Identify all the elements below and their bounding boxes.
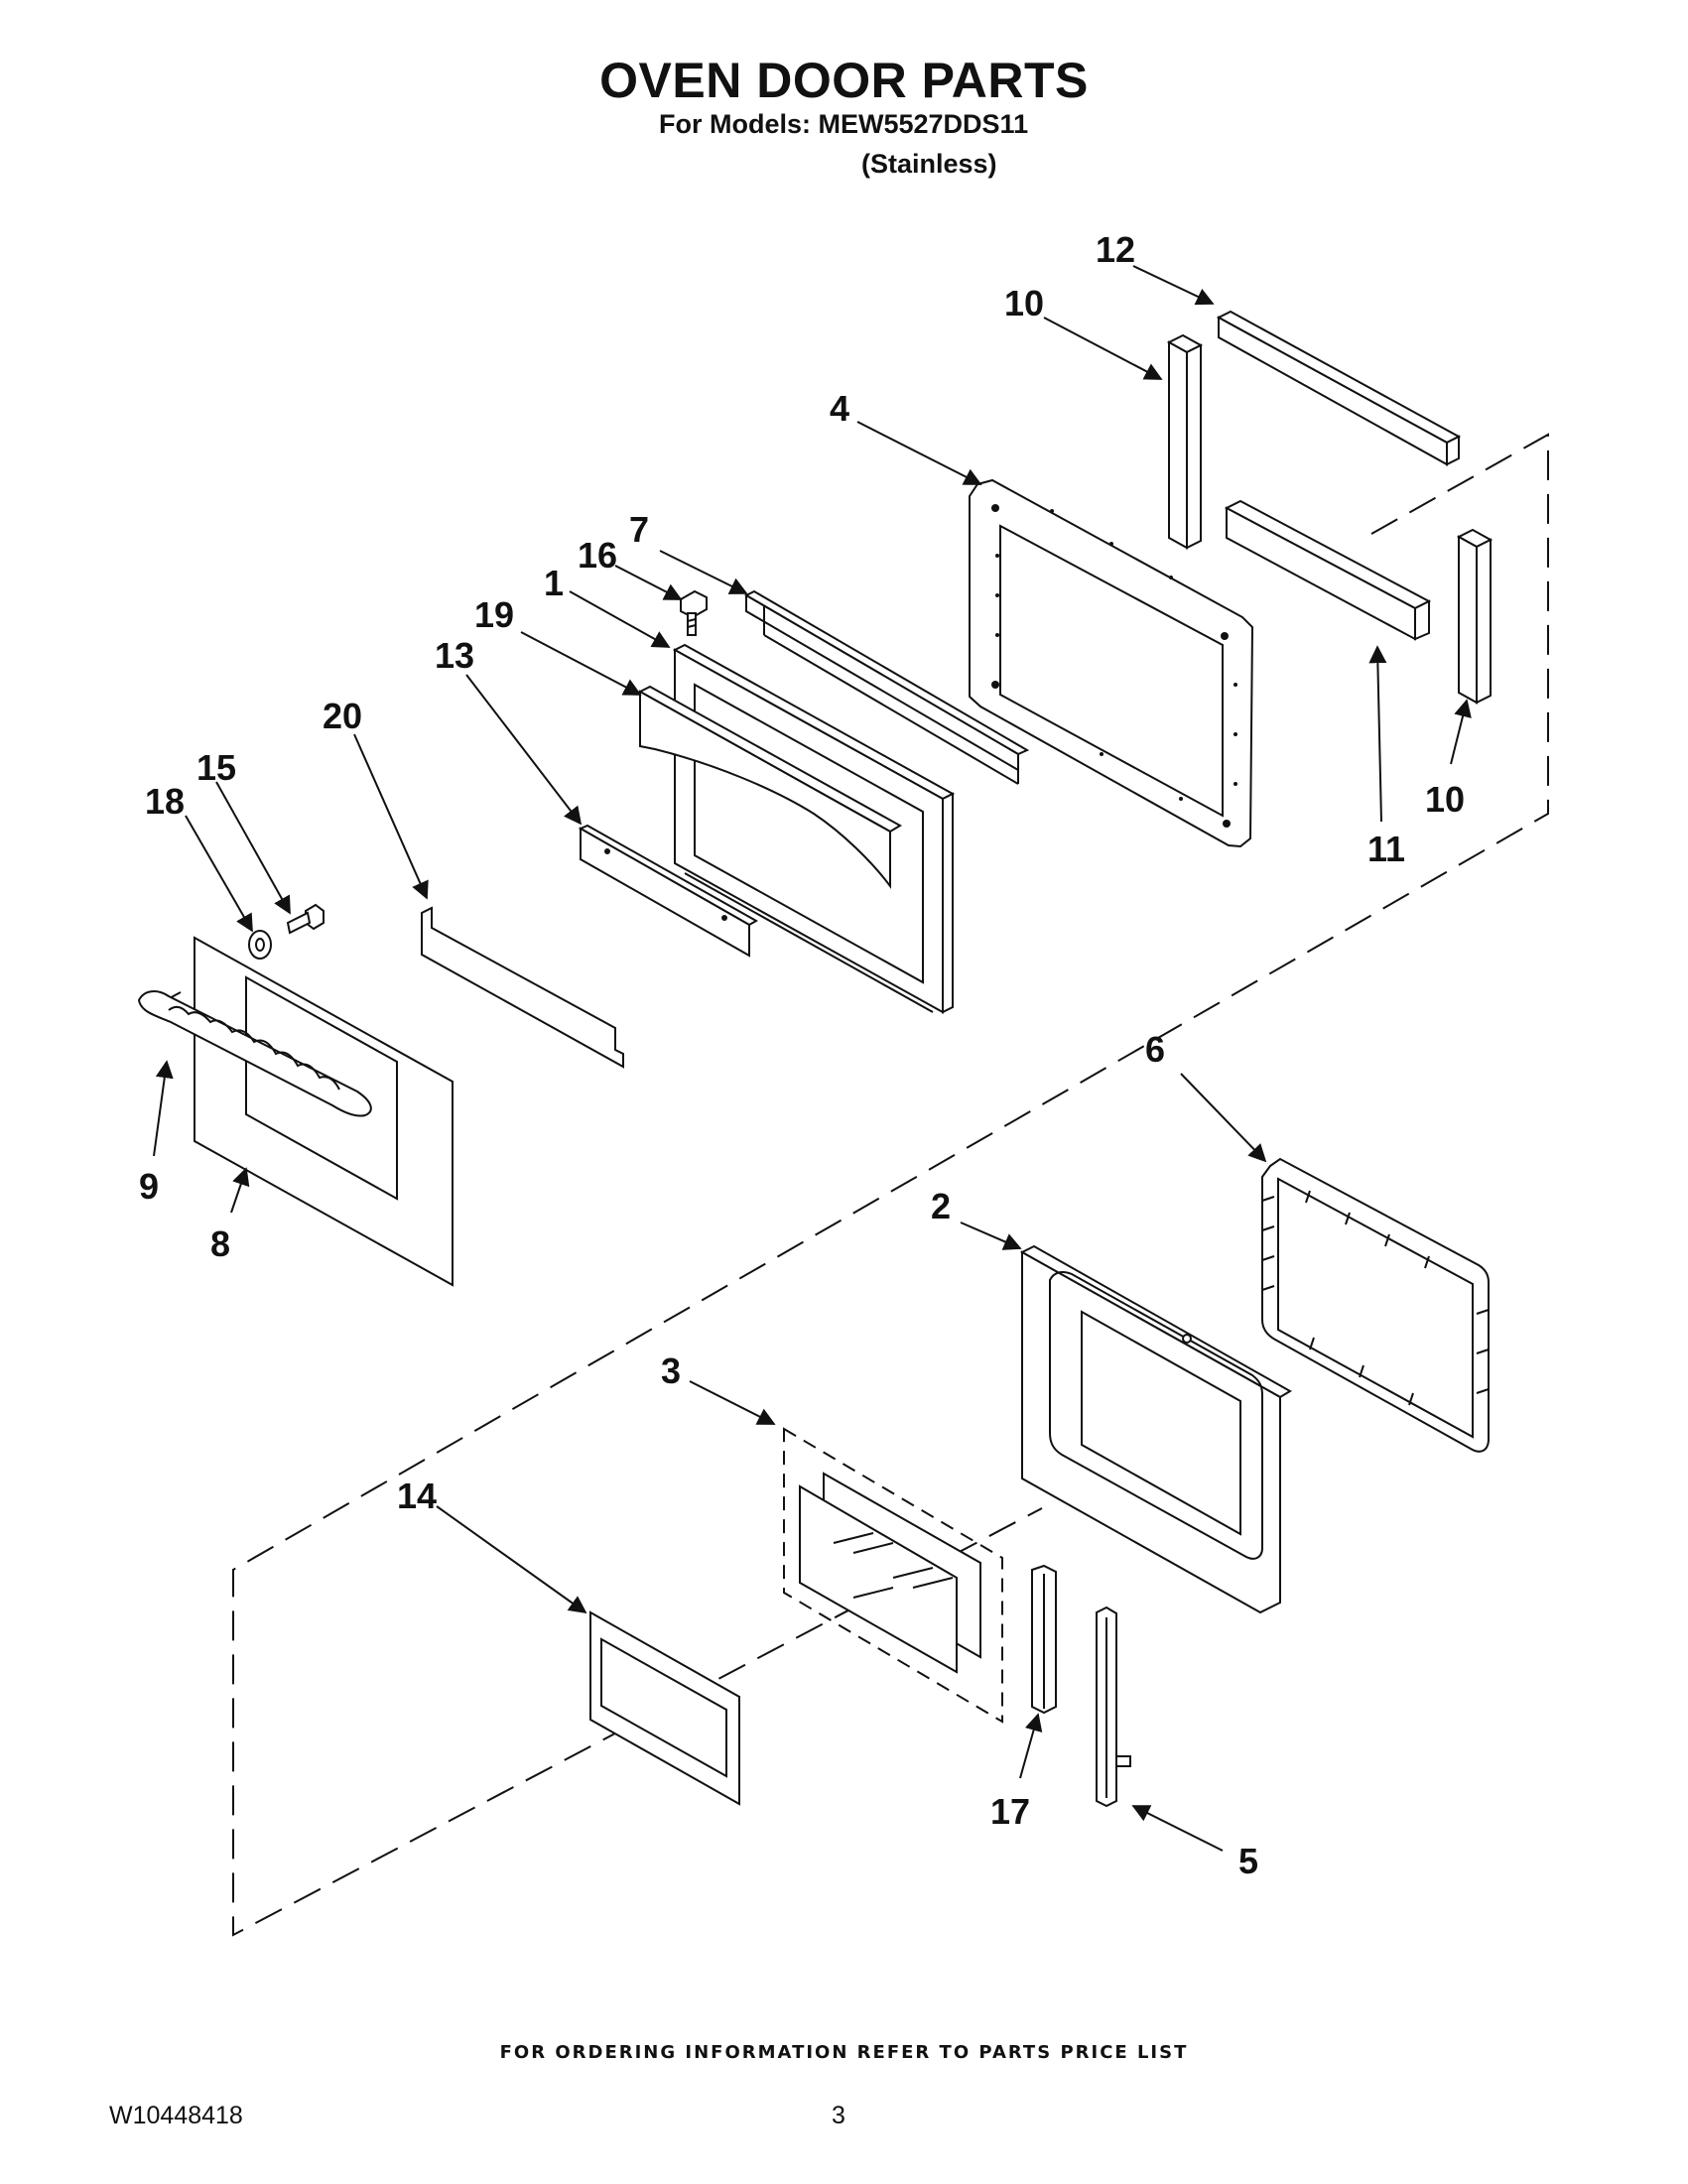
callout-14: 14 — [397, 1476, 437, 1516]
part-10-insulation-left — [1166, 333, 1204, 550]
part-19-deflector — [637, 685, 902, 890]
callout-18: 18 — [145, 781, 185, 822]
callout-16: 16 — [578, 535, 617, 576]
callout-7: 7 — [629, 509, 649, 550]
part-3-glass-pack — [783, 1427, 1003, 1724]
page-number: 3 — [832, 2102, 845, 2129]
callout-3: 3 — [661, 1350, 681, 1391]
callout-1: 1 — [544, 563, 564, 603]
part-4-inner-panel — [969, 478, 1254, 848]
callout-15: 15 — [196, 747, 236, 788]
callout-5: 5 — [1238, 1841, 1258, 1881]
part-2-inner-door-liner — [1019, 1244, 1292, 1614]
callout-9: 9 — [139, 1166, 159, 1207]
callout-19: 19 — [474, 594, 514, 635]
callout-2: 2 — [931, 1186, 951, 1226]
part-5-hinge-rail — [1096, 1606, 1131, 1808]
callout-13: 13 — [435, 635, 474, 676]
callout-10-right: 10 — [1425, 779, 1465, 820]
callout-labels: 12 10 4 7 16 1 19 13 20 15 18 9 8 11 10 … — [139, 229, 1465, 1881]
ordering-note: FOR ORDERING INFORMATION REFER TO PARTS … — [499, 2042, 1189, 2063]
part-18-washer — [248, 930, 272, 960]
callout-17: 17 — [990, 1791, 1030, 1832]
part-17-side-channel — [1031, 1564, 1057, 1715]
callout-10-top: 10 — [1004, 283, 1044, 323]
finish-line: (Stainless) — [861, 149, 997, 179]
callout-20: 20 — [323, 696, 362, 736]
callout-12: 12 — [1096, 229, 1135, 270]
part-9-door-handle — [137, 990, 372, 1117]
part-14-outer-glass — [589, 1610, 740, 1806]
part-6-door-gasket — [1261, 1157, 1490, 1453]
callout-8: 8 — [210, 1223, 230, 1264]
callout-4: 4 — [830, 388, 849, 429]
part-8-outer-door-panel — [194, 936, 454, 1287]
part-15-handle-screw — [286, 903, 325, 935]
part-12-top-trim — [1216, 310, 1462, 466]
part-11-side-trim — [1224, 499, 1432, 641]
leader-lines — [153, 265, 1472, 1852]
models-line: For Models: MEW5527DDS11 — [659, 109, 1029, 139]
callout-6: 6 — [1145, 1029, 1165, 1070]
part-20-insulation-strip — [421, 906, 624, 1069]
callout-11: 11 — [1367, 829, 1405, 869]
part-7-vent-channel — [743, 589, 1030, 785]
part-16-screw — [680, 589, 708, 636]
document-number: W10448418 — [109, 2102, 243, 2129]
part-13-baffle — [578, 824, 759, 958]
page-title: OVEN DOOR PARTS — [599, 53, 1089, 108]
part-10-insulation-right — [1456, 528, 1493, 705]
